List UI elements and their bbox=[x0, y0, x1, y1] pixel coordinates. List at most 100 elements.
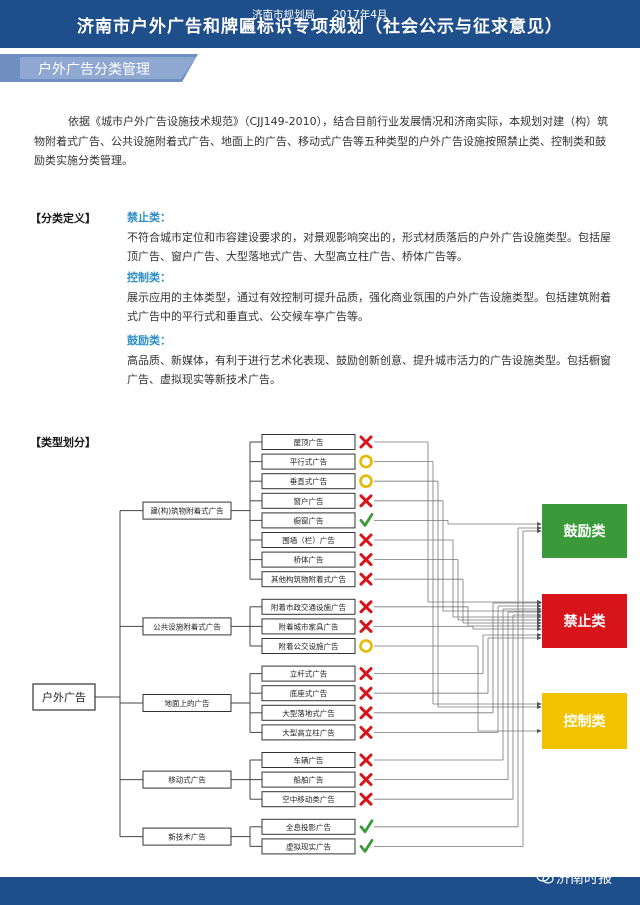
category-label: 禁止类 bbox=[564, 613, 607, 630]
controlled-circle-icon bbox=[359, 474, 373, 489]
item-label: 底座式广告 bbox=[290, 688, 328, 698]
item-label: 船舶广告 bbox=[294, 775, 324, 785]
item-box bbox=[261, 598, 356, 615]
group-label: 公共设施附着式广告 bbox=[153, 621, 221, 631]
prohibited-x-icon bbox=[359, 572, 373, 586]
arrow-head-icon bbox=[537, 522, 542, 526]
prohibited-x-icon bbox=[359, 600, 373, 614]
item-label: 屋顶广告 bbox=[294, 437, 324, 447]
definition-prohibited: 禁止类： 不符合城市定位和市容建设要求的，对景观影响突出的，形式材质落后的户外广… bbox=[127, 208, 617, 267]
group-label: 建(构)筑物附着式广告 bbox=[150, 506, 224, 516]
arrow-head-icon bbox=[537, 607, 542, 611]
item-box bbox=[261, 571, 356, 588]
definition-text: 高品质、新媒体，有利于进行艺术化表现、鼓励创新创意、提升城市活力的广告设施类型。… bbox=[127, 353, 611, 387]
item-label: 附着公交设施广告 bbox=[279, 641, 339, 651]
definition-title: 禁止类： bbox=[127, 211, 171, 224]
prohibited-x-icon bbox=[359, 773, 373, 787]
item-box bbox=[261, 685, 356, 702]
section-tab-shape bbox=[0, 54, 198, 82]
item-label: 围墙（栏）广告 bbox=[282, 535, 335, 545]
footer-date: 2017年4月 bbox=[333, 9, 388, 21]
prohibited-x-icon bbox=[359, 725, 373, 739]
item-box bbox=[261, 665, 356, 682]
arrow-head-icon bbox=[537, 613, 542, 617]
item-label: 附着市政交通设施广告 bbox=[271, 602, 346, 612]
prohibited-x-icon bbox=[359, 792, 373, 806]
arrow-head-icon bbox=[537, 621, 542, 625]
arrow-head-icon bbox=[537, 610, 542, 614]
item-label: 立杆式广告 bbox=[290, 669, 328, 679]
arrow-head-icon bbox=[537, 705, 542, 709]
wechat-icon bbox=[536, 870, 554, 884]
item-label: 附着城市家具广告 bbox=[279, 621, 339, 631]
item-box bbox=[261, 512, 356, 529]
definition-title: 鼓励类： bbox=[127, 334, 171, 347]
arrow-head-icon bbox=[537, 636, 542, 640]
prohibited-x-icon bbox=[359, 686, 373, 700]
arrow-head-icon bbox=[537, 526, 542, 530]
prohibited-x-icon bbox=[359, 533, 373, 547]
arrow-head-icon bbox=[537, 702, 542, 706]
footer-bar bbox=[0, 877, 640, 905]
encouraged-check-icon bbox=[359, 513, 374, 527]
item-box bbox=[261, 818, 356, 835]
footer-org: 济南市规划局 bbox=[252, 9, 315, 21]
item-box bbox=[261, 724, 356, 741]
arrow-head-icon bbox=[537, 627, 542, 631]
encouraged-check-icon bbox=[359, 819, 374, 834]
section-tab: 户外广告分类管理 bbox=[0, 54, 198, 82]
item-label: 平行式广告 bbox=[290, 457, 328, 467]
controlled-circle-icon bbox=[359, 639, 373, 653]
category-box bbox=[542, 693, 627, 749]
category-label: 鼓励类 bbox=[564, 523, 607, 540]
item-label: 大型高立柱广告 bbox=[282, 727, 335, 737]
root-label: 户外广告 bbox=[42, 690, 86, 704]
item-box bbox=[261, 434, 356, 450]
item-label: 橱窗广告 bbox=[294, 515, 324, 525]
category-box bbox=[542, 594, 627, 648]
category-box bbox=[542, 504, 627, 558]
page-title: 济南市户外广告和牌匾标识专项规划（社会公示与征求意见） bbox=[77, 16, 563, 37]
item-box bbox=[261, 704, 356, 721]
definition-encouraged: 鼓励类： 高品质、新媒体，有利于进行艺术化表现、鼓励创新创意、提升城市活力的广告… bbox=[127, 331, 617, 390]
group-label: 地面上的广告 bbox=[165, 698, 210, 708]
arrow-head-icon bbox=[537, 624, 542, 628]
item-box bbox=[261, 473, 356, 490]
item-box bbox=[261, 838, 356, 855]
group-label: 移动式广告 bbox=[168, 775, 206, 785]
arrow-head-icon bbox=[537, 529, 542, 533]
item-label: 空中移动类广告 bbox=[282, 794, 335, 804]
item-box bbox=[261, 492, 356, 509]
item-box bbox=[261, 532, 356, 548]
item-label: 桥体广告 bbox=[294, 555, 324, 565]
prohibited-x-icon bbox=[359, 667, 373, 681]
prohibited-x-icon bbox=[359, 494, 373, 508]
types-label: 【类型划分】 bbox=[30, 436, 96, 449]
item-box bbox=[261, 453, 356, 470]
definition-title: 控制类： bbox=[127, 271, 171, 284]
section-title: 户外广告分类管理 bbox=[38, 62, 150, 78]
brand-watermark: 济南时报 bbox=[556, 871, 612, 887]
arrow-head-icon bbox=[537, 604, 542, 608]
prohibited-x-icon bbox=[359, 753, 373, 767]
item-box bbox=[261, 638, 356, 654]
item-label: 垂直式广告 bbox=[290, 476, 328, 486]
arrow-head-icon bbox=[537, 633, 542, 637]
group-label: 新技术广告 bbox=[168, 832, 206, 842]
definition-text: 不符合城市定位和市容建设要求的，对景观影响突出的，形式材质落后的户外广告设施类型… bbox=[127, 230, 611, 264]
item-label: 全息投影广告 bbox=[286, 822, 331, 832]
intro-paragraph: 依据《城市户外广告设施技术规范》（CJJ149-2010），结合目前行业发展情况… bbox=[34, 115, 609, 167]
item-label: 大型落地式广告 bbox=[282, 708, 335, 718]
category-label: 控制类 bbox=[564, 713, 607, 730]
page-header: 济南市户外广告和牌匾标识专项规划（社会公示与征求意见） bbox=[0, 0, 640, 48]
arrow-head-icon bbox=[537, 601, 542, 605]
prohibited-x-icon bbox=[359, 553, 373, 567]
item-box bbox=[261, 791, 356, 808]
item-label: 窗户广告 bbox=[294, 496, 324, 506]
item-box bbox=[261, 551, 356, 568]
definitions-label: 【分类定义】 bbox=[30, 212, 96, 225]
item-label: 其他构筑物附着式广告 bbox=[271, 574, 346, 584]
item-label: 车辆广告 bbox=[294, 755, 324, 765]
prohibited-x-icon bbox=[359, 619, 373, 633]
